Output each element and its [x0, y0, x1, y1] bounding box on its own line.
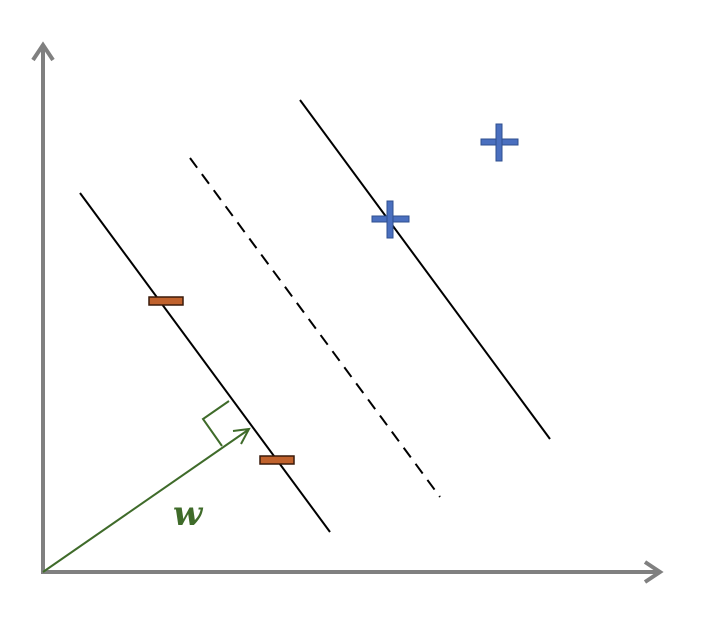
w-vector-label: w: [173, 494, 204, 534]
axes: [31, 41, 664, 584]
negative-markers: [148, 296, 295, 465]
y-axis-arrowhead: [31, 41, 55, 62]
positive-margin-line: [299, 99, 551, 440]
negative-marker-1: [148, 296, 184, 306]
negative-margin-line: [79, 192, 331, 533]
right-angle-marker: [201, 400, 230, 447]
positive-marker-2: [480, 123, 519, 162]
negative-marker-2: [259, 455, 295, 465]
boundaries: [79, 99, 551, 533]
w-vector-arrowhead: [232, 427, 251, 445]
decision-boundary-dashed: [189, 157, 441, 498]
w-vector-shaft: [42, 429, 249, 573]
positive-markers: [371, 123, 519, 239]
x-axis-arrowhead: [643, 560, 664, 584]
positive-marker-1: [371, 200, 410, 239]
weight-vector: w: [42, 400, 251, 573]
